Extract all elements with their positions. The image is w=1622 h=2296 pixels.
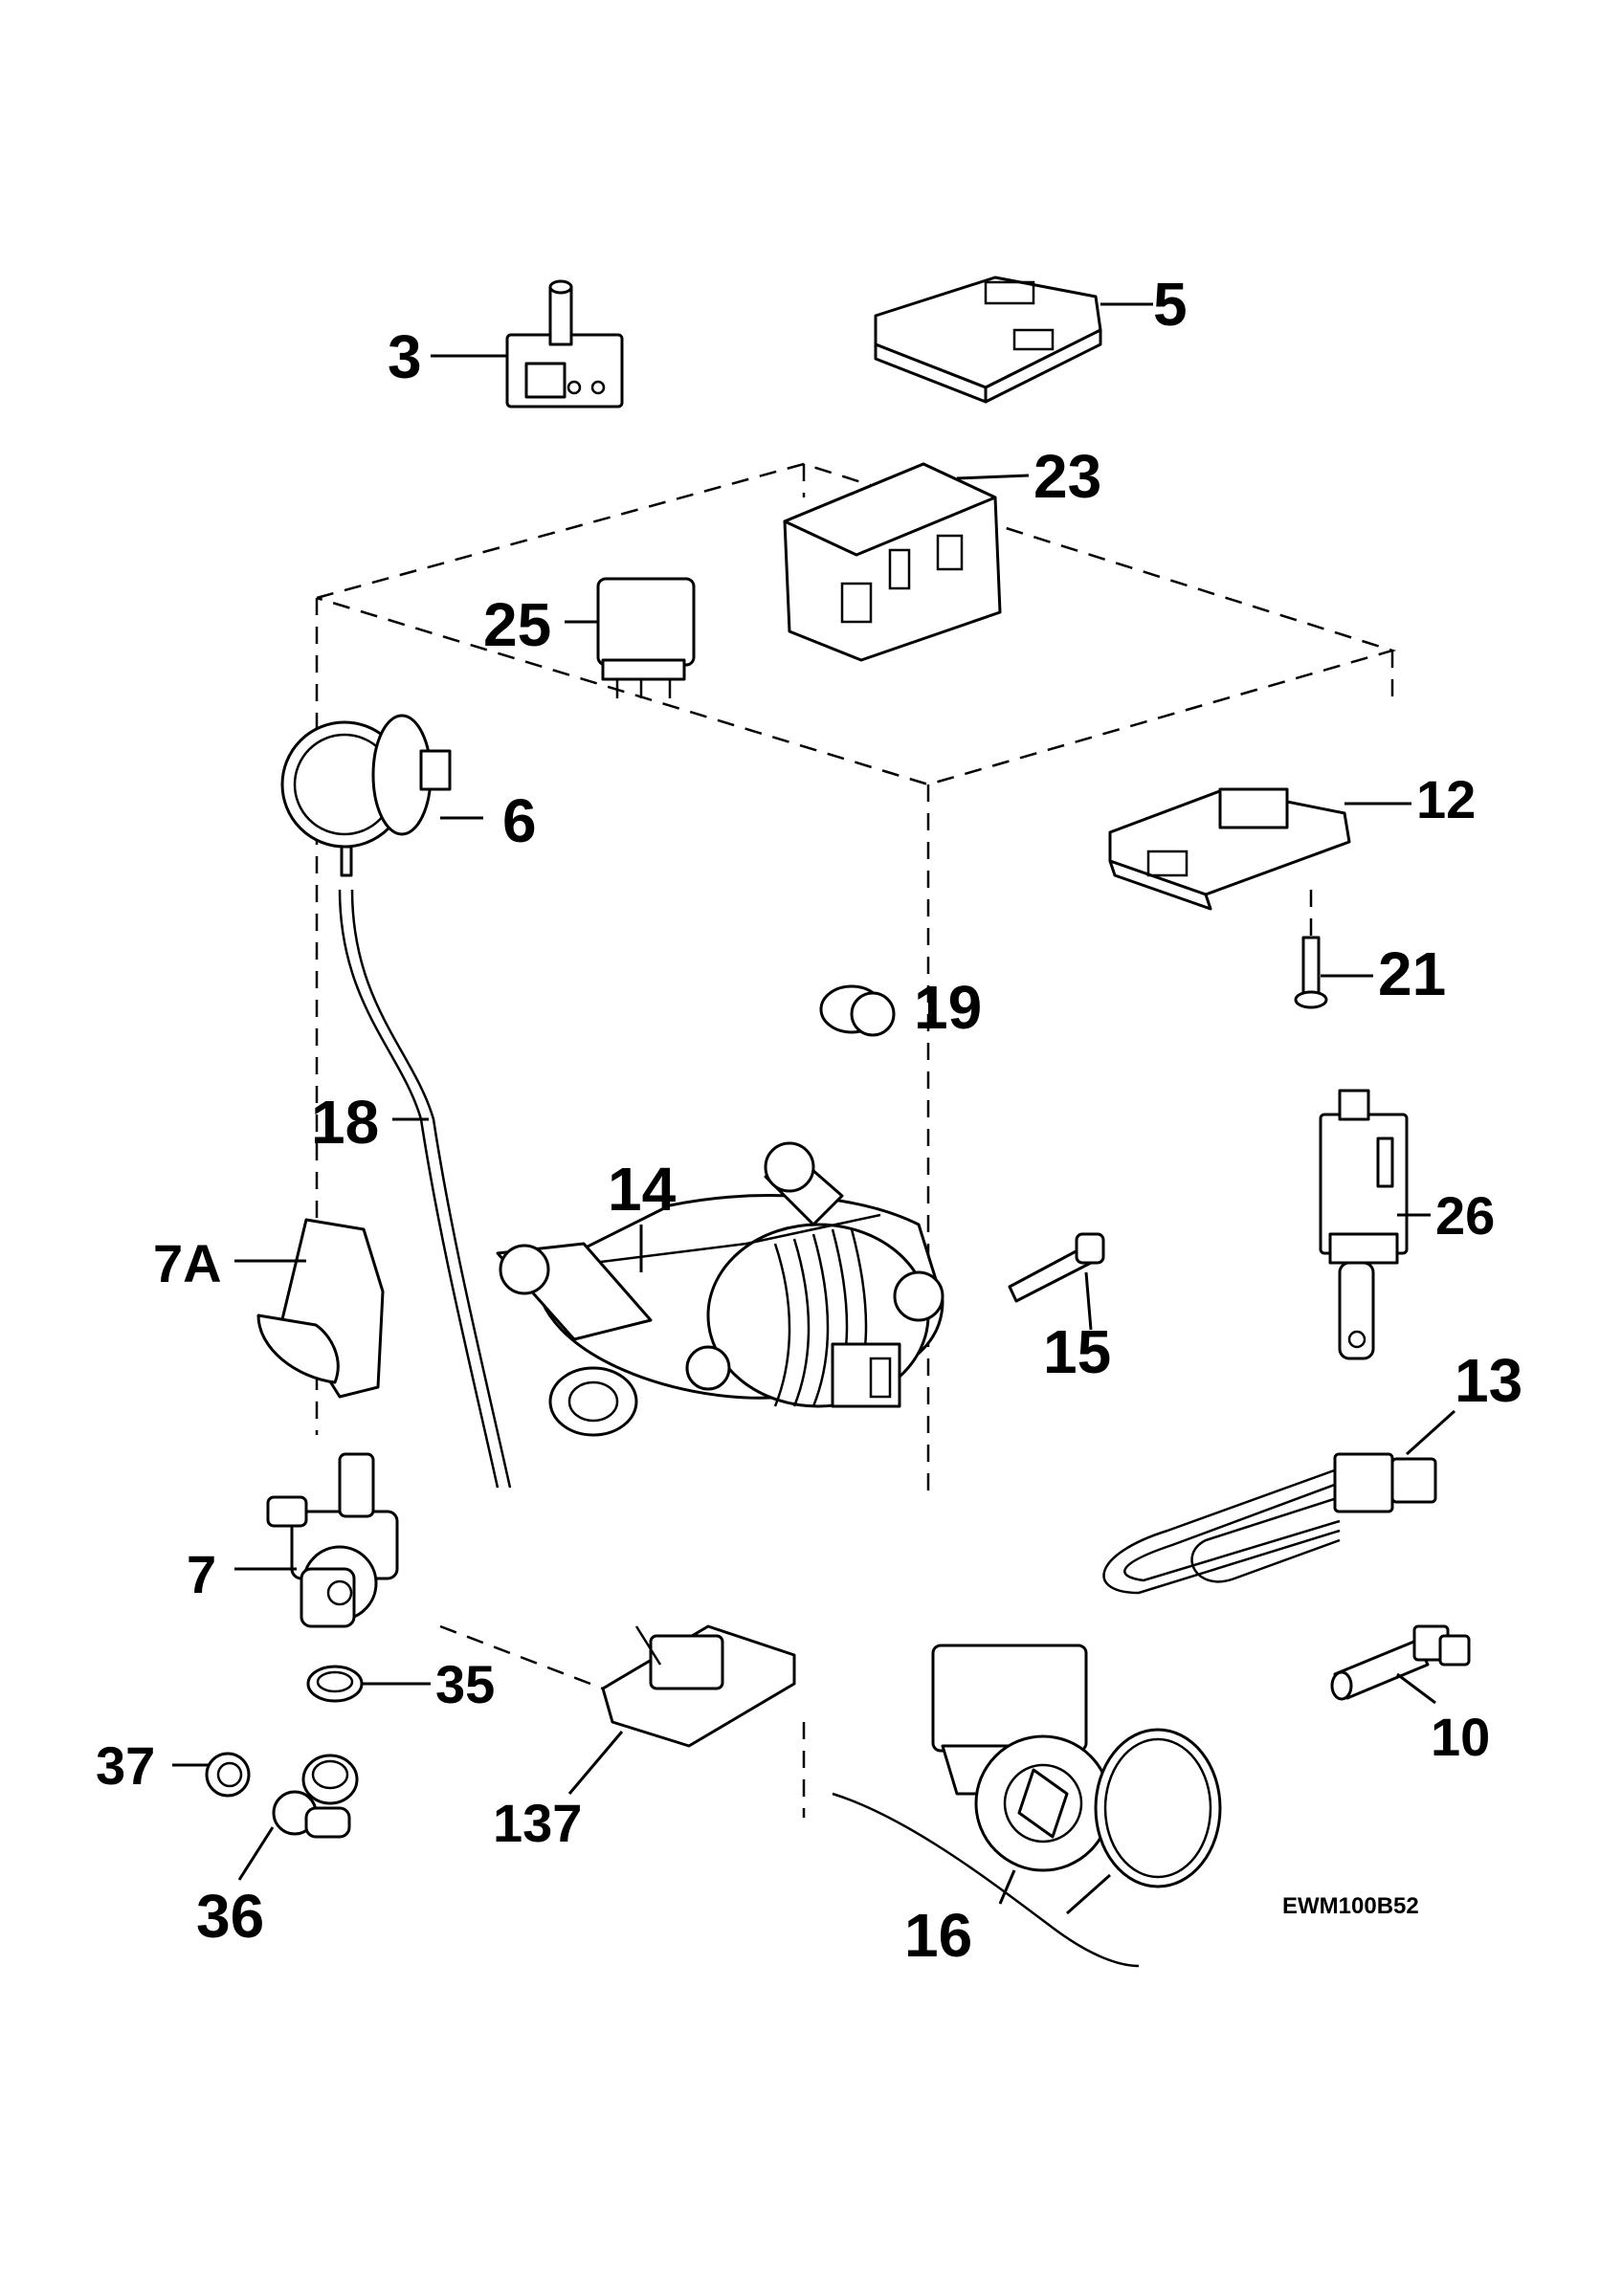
label-part-36: 36 [196,1882,264,1951]
part-25-relay [565,577,696,698]
part-23-electronic-module [783,462,1030,662]
part-5-control-board [874,276,1153,404]
label-part-13: 13 [1455,1346,1522,1415]
label-part-19: 19 [914,973,982,1042]
label-part-10: 10 [1431,1707,1490,1767]
label-part-37: 37 [96,1735,155,1796]
part-7-inlet-valve [234,1452,399,1628]
label-part-15: 15 [1043,1317,1111,1386]
part-14-motor [496,1141,944,1437]
label-part-5: 5 [1153,270,1188,339]
label-part-7a: 7A [153,1233,222,1293]
label-part-14: 14 [608,1155,677,1224]
part-16-drain-pump [832,1644,1222,1968]
label-part-16: 16 [904,1901,972,1970]
label-part-21: 21 [1378,939,1446,1008]
part-13-heating-element [1102,1409,1456,1595]
part-21-screw [1294,890,1373,1009]
label-part-7: 7 [187,1544,216,1604]
label-part-35: 35 [435,1654,495,1714]
label-part-6: 6 [502,786,537,855]
drawing-code: EWM100B52 [1282,1893,1419,1919]
label-part-12: 12 [1416,769,1476,829]
part-12-door-lock [1108,787,1411,911]
part-137-board [567,1624,796,1795]
part-7a-bracket [234,1218,385,1399]
part-labels: 3 5 23 25 6 12 21 19 18 14 26 7A 15 13 7… [96,270,1522,1970]
cabinet-outline [315,462,1397,1818]
part-18-pressure-hose [338,889,512,1489]
label-part-23: 23 [1033,442,1101,511]
label-part-26: 26 [1435,1185,1495,1246]
label-part-18: 18 [311,1088,379,1157]
label-part-3: 3 [388,322,422,391]
part-26-sensor [1319,1089,1431,1360]
part-37-filter [172,1752,251,1798]
part-3-selector-switch [431,279,624,408]
part-19-grommet [819,984,896,1037]
part-35-ring [306,1665,431,1703]
part-36-connector [237,1754,359,1881]
part-10-thermostat [1330,1624,1471,1705]
part-6-pressure-switch [280,714,483,877]
label-part-137: 137 [493,1793,582,1853]
label-part-25: 25 [483,590,551,659]
part-15-screw [1008,1232,1105,1331]
